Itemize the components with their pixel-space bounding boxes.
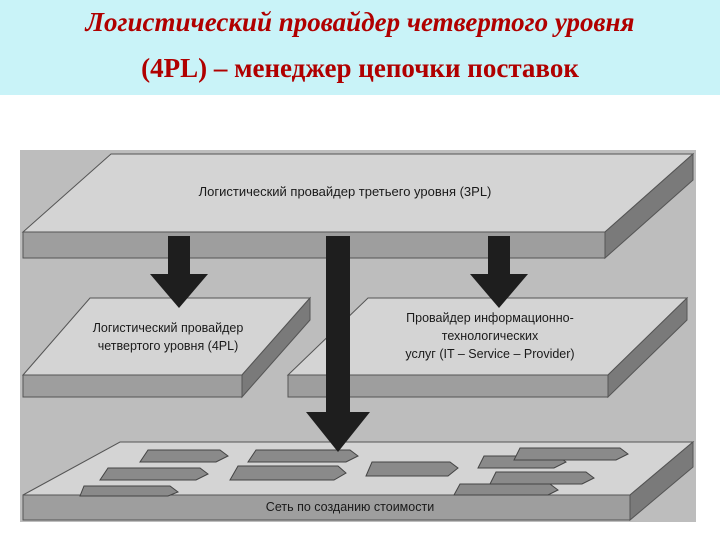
plane-4pl-label-line-1: Логистический провайдер	[93, 321, 244, 335]
arrow-3pl-to-4pl	[150, 236, 208, 308]
plane-3pl-label: Логистический провайдер третьего уровня …	[199, 184, 492, 199]
plane-4pl	[21, 296, 312, 399]
plane-value-network-label: Сеть по созданию стоимости	[266, 500, 434, 514]
arrow-3pl-to-it	[470, 236, 528, 308]
arrow-to-value-network	[306, 236, 370, 452]
arrows	[150, 236, 528, 452]
plane-it-provider	[286, 296, 689, 399]
page-title-line-1: Логистический провайдер четвертого уровн…	[85, 7, 635, 37]
value-chain-chevrons	[79, 447, 629, 497]
plane-it-label-line-2: технологических	[442, 329, 539, 343]
title-bar: Логистический провайдер четвертого уровн…	[0, 0, 720, 95]
page-title-line-2: (4PL) – менеджер цепочки поставок	[141, 53, 579, 83]
plane-3pl	[21, 152, 695, 260]
plane-it-label-line-1: Провайдер информационно-	[406, 311, 574, 325]
plane-4pl-label-line-2: четвертого уровня (4PL)	[98, 339, 239, 353]
supply-chain-diagram: Логистический провайдер третьего уровня …	[20, 150, 696, 522]
plane-it-label-line-3: услуг (IT – Service – Provider)	[405, 347, 574, 361]
plane-value-network	[22, 440, 695, 522]
